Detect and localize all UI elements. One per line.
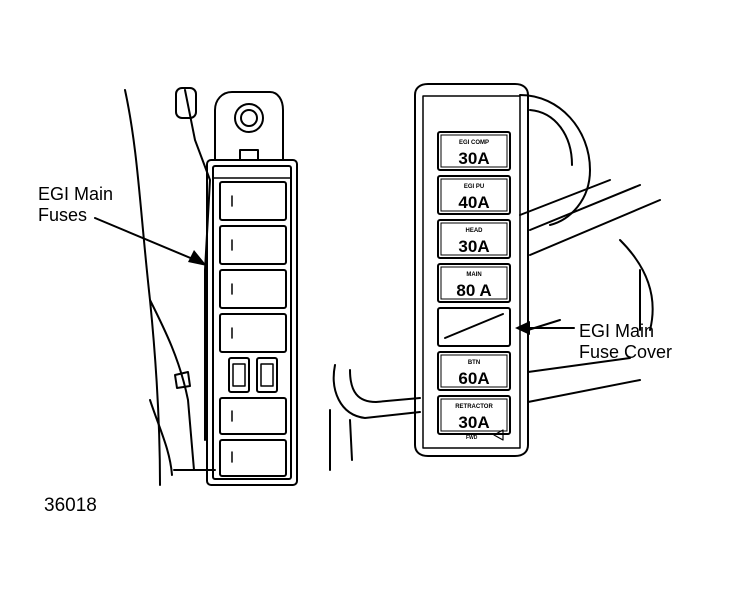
cover-slot-label-0: EGI COMP: [459, 140, 489, 146]
cover-slot-3: [437, 263, 511, 303]
fuse-cover-callout-line1: EGI Main: [579, 321, 655, 341]
cover-slot-label-6: RETRACTOR: [455, 404, 493, 410]
body-panel-left: [124, 87, 216, 486]
cover-slot-0: [437, 131, 511, 171]
fuse-cover-callout-line2: Fuse Cover: [579, 342, 673, 362]
main-fuses-callout-line1: EGI Main: [38, 184, 114, 204]
egi-main-fuse-cover: [414, 83, 529, 457]
cover-footer-text: FWD: [466, 435, 478, 441]
arrow-head-fuses: [188, 250, 207, 266]
cover-slot-inner-6: [440, 398, 508, 432]
cover-slot-rating-0: 30A: [458, 149, 489, 168]
fuse-block-bracket: [214, 91, 284, 161]
cover-slot-rating-1: 40A: [458, 193, 489, 212]
cover-slot-5: [437, 351, 511, 391]
cover-slot-rating-6: 30A: [458, 413, 489, 432]
cover-slot-inner-1: [440, 178, 508, 212]
cover-slot-6: [437, 395, 511, 435]
cover-slot-inner-2: [440, 222, 508, 256]
arrow-head-cover: [515, 321, 530, 335]
cover-slot-rating-5: 60A: [458, 369, 489, 388]
egi-main-fuse-block: [206, 159, 298, 486]
cover-fuse-slots: EGI COMP 30A EGI PU 40A HEAD 30A MAIN 80 A BTN 60…: [437, 131, 511, 435]
main-fuses-callout-line2: Fuses: [38, 205, 88, 225]
cover-slot-label-3: MAIN: [466, 272, 481, 278]
cover-slot-inner-5: [440, 354, 508, 388]
cover-slot-label-2: HEAD: [465, 228, 483, 234]
cover-slot-1: [437, 175, 511, 215]
cover-slot-2: [437, 219, 511, 259]
main-fuses-callout: EGI Main Fuses: [38, 184, 113, 226]
cover-slot-inner-0: [440, 134, 508, 168]
engine-compartment-background: [329, 94, 661, 471]
leader-arrows: [94, 217, 575, 329]
cover-slot-label-1: EGI PU: [464, 184, 484, 190]
cover-slot-label-5: BTN: [468, 360, 480, 366]
fuse-cover-callout: EGI Main Fuse Cover: [579, 321, 672, 363]
cover-slot-rating-2: 30A: [458, 237, 489, 256]
figure-number: 36018: [44, 495, 97, 516]
cover-slot-rating-3: 80 A: [456, 281, 491, 300]
cover-slot-inner-3: [440, 266, 508, 300]
